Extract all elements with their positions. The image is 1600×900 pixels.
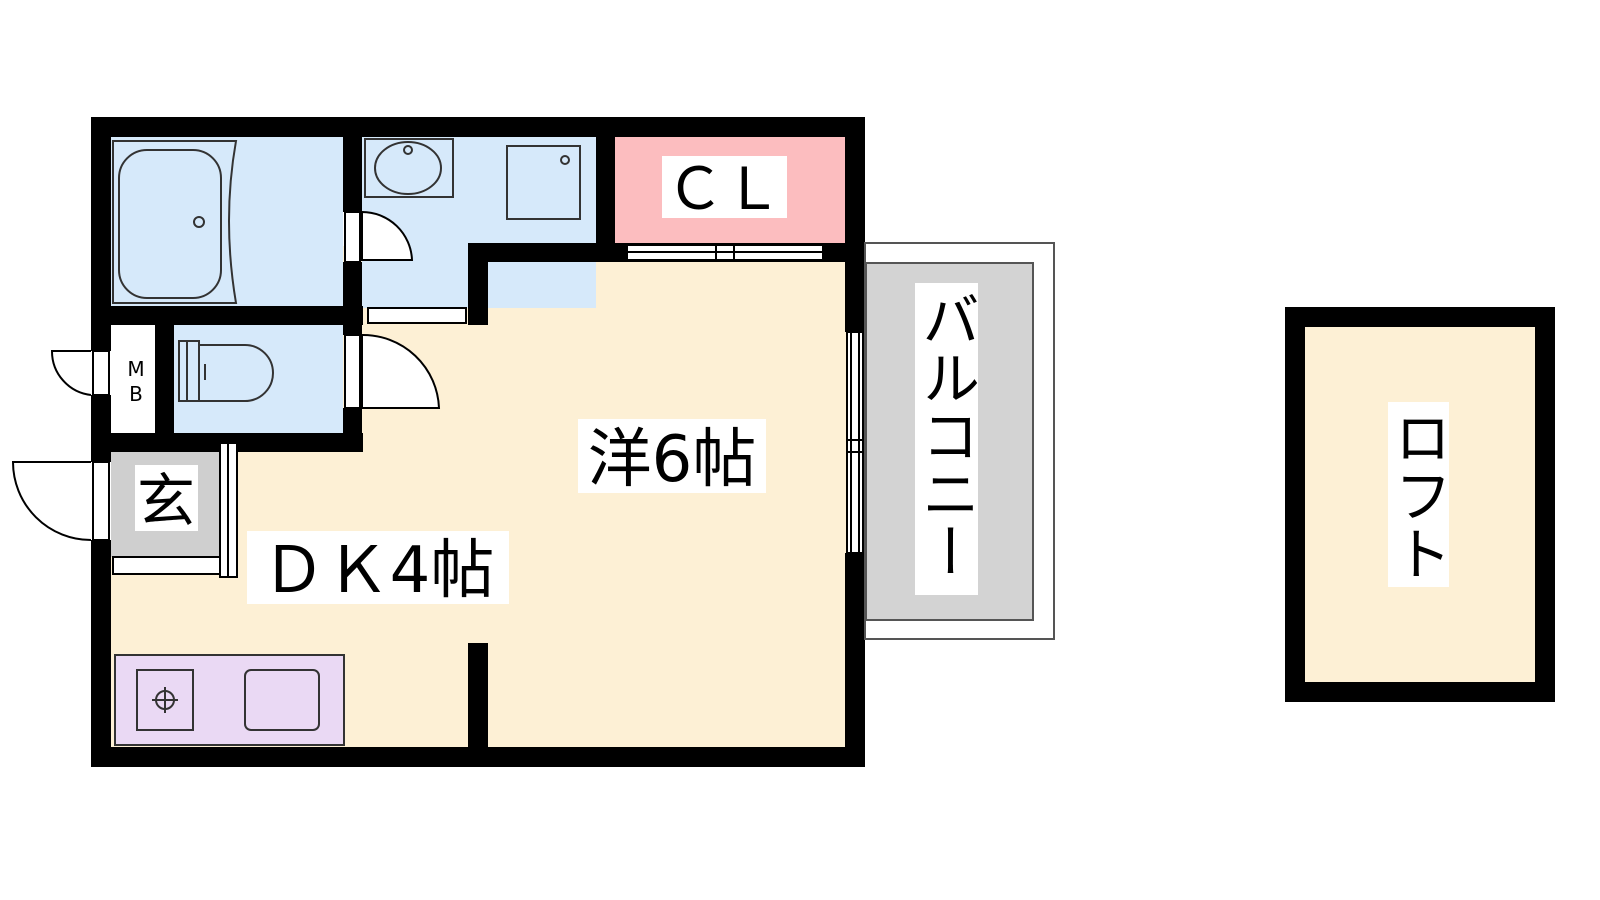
wall-wash-closet	[596, 117, 615, 245]
washbasin-icon	[364, 138, 454, 198]
wall-mb-toilet	[155, 325, 174, 433]
meter-box-label-top: M	[127, 357, 144, 381]
wall-right-upper	[845, 117, 865, 332]
toilet-floor	[174, 325, 343, 433]
meter-box-label-bottom: B	[129, 382, 143, 406]
stove-icon	[136, 669, 194, 731]
sink-icon	[244, 669, 320, 731]
balcony	[864, 242, 1055, 640]
wall-top	[91, 117, 865, 137]
wall-toilet-right	[343, 325, 362, 335]
balcony-label: バルコニー	[912, 290, 980, 580]
entrance-label: 玄	[137, 467, 195, 535]
fixtures	[112, 138, 581, 731]
toilet-door-swing	[361, 333, 441, 409]
closet-label: ＣＬ	[666, 155, 782, 223]
entrance-door-swing	[11, 461, 92, 541]
label-backgrounds	[123, 156, 787, 604]
loft-label: ロフト	[1384, 408, 1452, 582]
bath-door-swing	[361, 210, 414, 261]
wall-left-lower	[91, 540, 111, 767]
wall-wash-step	[468, 243, 488, 325]
dining-kitchen-label: ＤＫ4帖	[262, 534, 495, 608]
kitchen-counter	[114, 654, 345, 746]
washer-pan-icon	[506, 145, 581, 220]
wall-dk-stub	[468, 643, 488, 747]
wall-bath-bottom	[91, 306, 363, 325]
toilet-icon	[178, 340, 274, 402]
wall-bottom	[91, 747, 865, 767]
meter-door-swing	[50, 350, 92, 396]
loft	[1285, 307, 1555, 702]
western-room-label: 洋6帖	[588, 423, 757, 497]
bathroom-floor	[111, 137, 343, 308]
wall-bath-wash	[343, 117, 362, 212]
openings	[11, 210, 864, 578]
bathtub-icon	[112, 140, 238, 304]
wall-left-upper	[91, 117, 111, 351]
wall-right-lower	[845, 553, 865, 767]
